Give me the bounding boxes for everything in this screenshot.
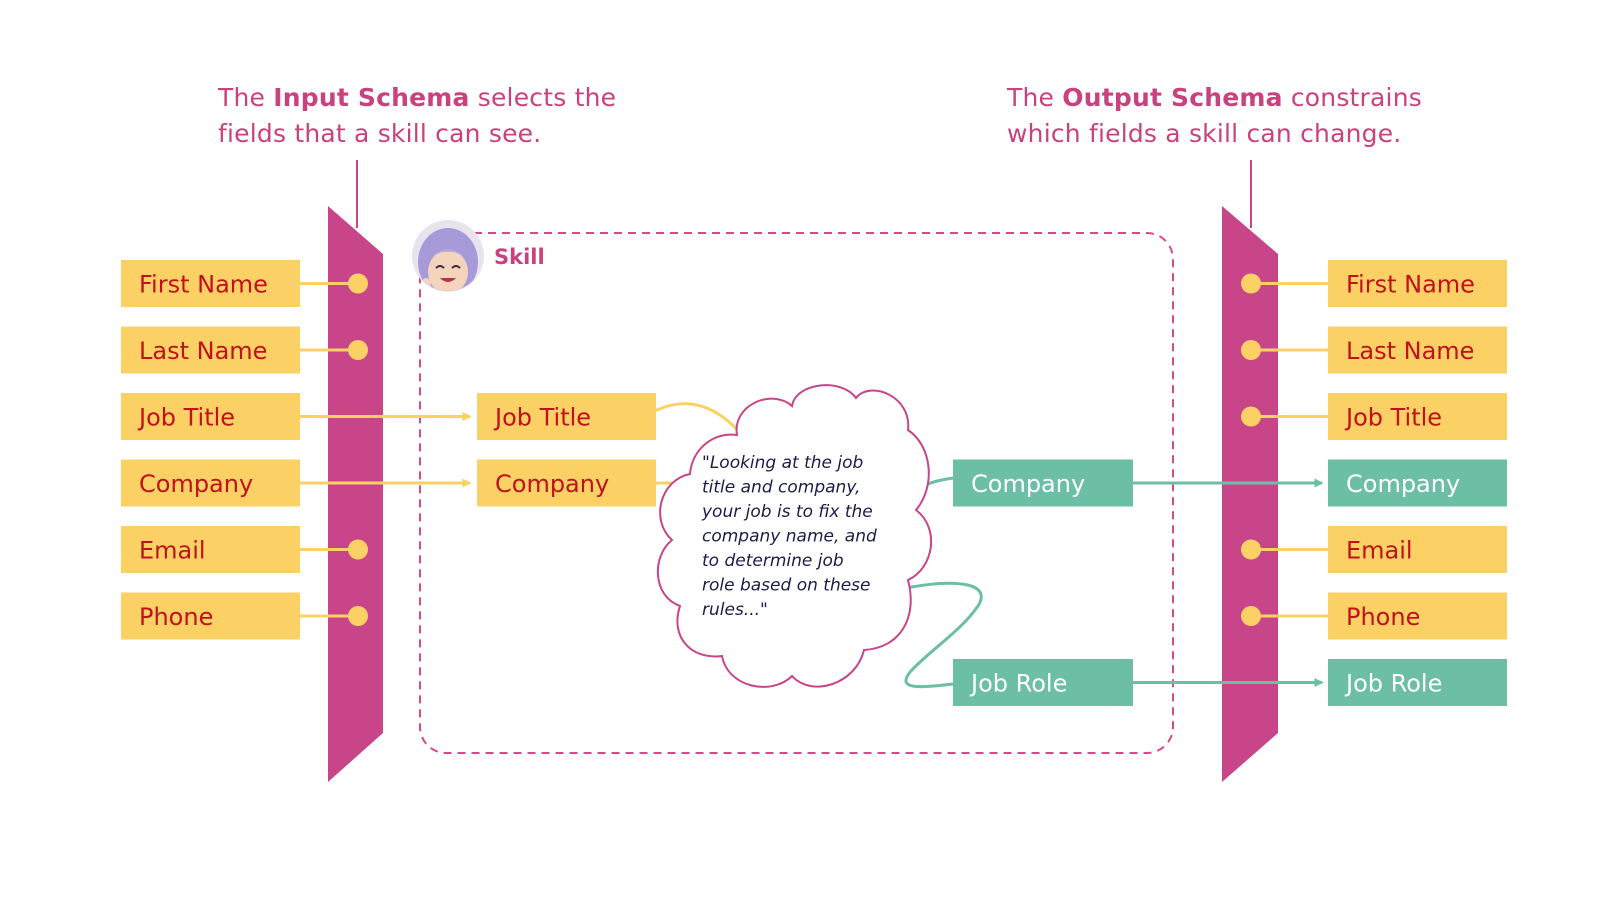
skill-input-company-label: Company <box>495 470 609 498</box>
input-field-last-name-bg <box>121 326 300 374</box>
input-field-company-bg <box>121 459 300 507</box>
instruction-text: "Looking at the job title and company, you… <box>701 453 877 620</box>
output-field-email: Email <box>1328 526 1507 573</box>
instruction-line: title and company, <box>702 478 860 498</box>
skill-input-company-bg <box>477 459 656 507</box>
output-field-job-title-bg <box>1328 393 1507 440</box>
instruction-line: rules..." <box>702 600 768 620</box>
input-field-company: Company <box>121 459 300 507</box>
output-field-first-name-label: First Name <box>1346 271 1475 299</box>
skill-output-company-label: Company <box>971 470 1085 498</box>
instruction-line: your job is to fix the <box>701 502 873 522</box>
output-field-phone-bg <box>1328 592 1507 640</box>
output-field-phone: Phone <box>1328 592 1507 640</box>
output-field-phone-label: Phone <box>1346 603 1420 631</box>
skill-output-job-role-bg <box>953 659 1133 706</box>
input-caption-line2: fields that a skill can see. <box>218 119 542 148</box>
output-field-email-bg <box>1328 526 1507 573</box>
instruction-line: role based on these <box>702 576 871 596</box>
output-field-company-bg <box>1328 459 1507 507</box>
input-field-job-title-bg <box>121 393 300 440</box>
skill-input-job-title-label: Job Title <box>493 404 591 432</box>
instruction-line: company name, and <box>702 527 877 547</box>
input-schema-caption: The Input Schema selects the fields that… <box>218 80 616 152</box>
output-field-company: Company <box>1328 459 1507 507</box>
instruction-line: "Looking at the job <box>702 453 863 473</box>
skill-input-company: Company <box>477 459 656 507</box>
input-field-first-name-bg <box>121 260 300 307</box>
output-field-first-name: First Name <box>1328 260 1507 307</box>
instruction-cloud <box>657 384 933 688</box>
input-field-last-name: Last Name <box>121 326 300 374</box>
input-caption-prefix: The <box>218 83 274 112</box>
skill-output-company: Company <box>953 459 1133 507</box>
input-blocked-dot-last-name <box>348 340 368 360</box>
connectors-layer <box>300 273 1328 689</box>
input-field-email-bg <box>121 526 300 573</box>
output-caption-suffix: constrains <box>1282 83 1422 112</box>
output-locked-dot-job-title <box>1241 406 1261 427</box>
output-field-job-role-label: Job Role <box>1344 670 1442 698</box>
output-schema-caption: The Output Schema constrains which field… <box>1007 80 1422 152</box>
input-field-first-name-label: First Name <box>139 271 268 299</box>
output-caption-bold: Output Schema <box>1062 83 1283 112</box>
smiling-avatar-icon <box>412 220 484 292</box>
skill-output-job-role-label: Job Role <box>969 670 1067 698</box>
output-field-job-title: Job Title <box>1328 393 1507 440</box>
skill-output-company-bg <box>953 459 1133 507</box>
input-blocked-dot-email <box>348 539 368 560</box>
output-field-last-name: Last Name <box>1328 326 1507 374</box>
input-caption-bold: Input Schema <box>273 83 470 112</box>
input-field-email-label: Email <box>139 537 206 565</box>
output-locked-dot-phone <box>1241 606 1261 626</box>
input-field-email: Email <box>121 526 300 573</box>
output-locked-dot-last-name <box>1241 340 1261 360</box>
input-field-job-title: Job Title <box>121 393 300 440</box>
input-field-company-label: Company <box>139 470 253 498</box>
cloud-to-job-role-link <box>904 581 983 689</box>
input-field-job-title-label: Job Title <box>137 404 235 432</box>
skill-output-job-role: Job Role <box>953 659 1133 706</box>
output-caption-prefix: The <box>1007 83 1063 112</box>
input-field-phone-bg <box>121 592 300 640</box>
output-field-last-name-bg <box>1328 326 1507 374</box>
input-field-phone: Phone <box>121 592 300 640</box>
job-title-to-cloud-link <box>655 402 742 434</box>
input-blocked-dot-phone <box>348 606 368 626</box>
output-field-first-name-bg <box>1328 260 1507 307</box>
instruction-line: to determine job <box>702 551 844 571</box>
input-field-first-name: First Name <box>121 260 300 307</box>
input-field-last-name-label: Last Name <box>139 337 267 365</box>
skill-input-job-title: Job Title <box>477 393 656 440</box>
output-field-company-label: Company <box>1346 470 1460 498</box>
output-locked-dot-first-name <box>1241 273 1261 294</box>
skill-input-job-title-bg <box>477 393 656 440</box>
input-caption-suffix: selects the <box>469 83 617 112</box>
output-field-email-label: Email <box>1346 537 1413 565</box>
input-field-phone-label: Phone <box>139 603 213 631</box>
skill-container <box>419 232 1174 754</box>
output-field-job-role: Job Role <box>1328 659 1507 706</box>
skill-label: Skill <box>494 245 545 269</box>
output-locked-dot-email <box>1241 539 1261 560</box>
output-field-job-role-bg <box>1328 659 1507 706</box>
input-blocked-dot-first-name <box>348 273 368 294</box>
output-caption-line2: which fields a skill can change. <box>1007 119 1402 148</box>
output-field-last-name-label: Last Name <box>1346 337 1474 365</box>
output-field-job-title-label: Job Title <box>1344 404 1442 432</box>
